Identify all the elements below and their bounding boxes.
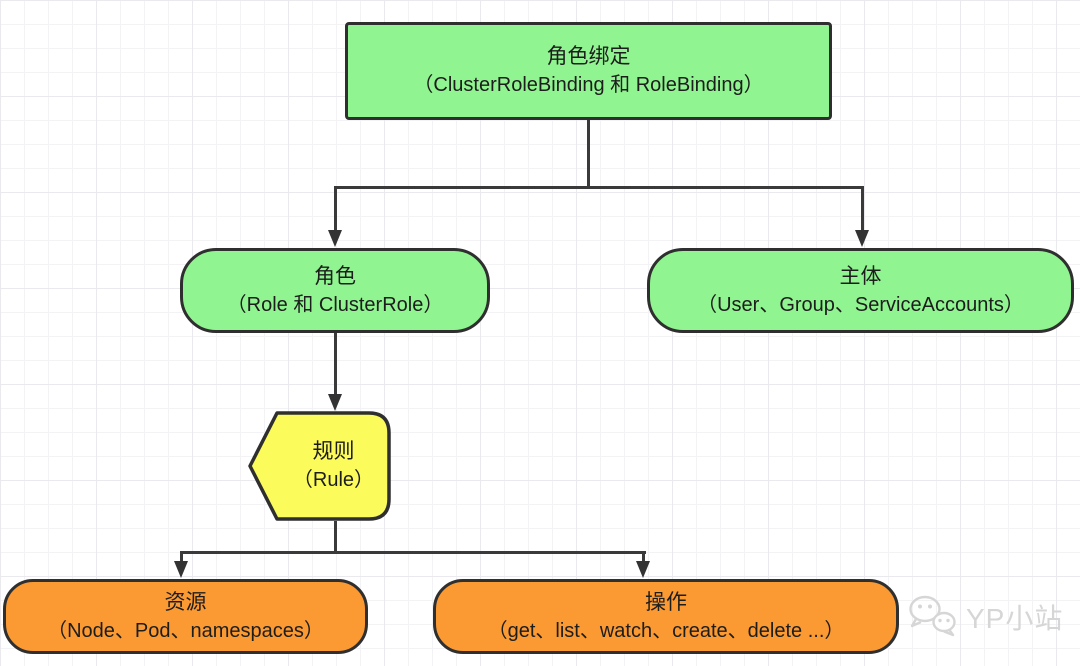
connector-drop-subject [861,186,864,231]
connector-top-branch [334,186,864,189]
node-role-subtitle: （Role 和 ClusterRole） [226,293,444,316]
wechat-icon [909,595,956,637]
node-action-subtitle: （get、list、watch、create、delete ...） [487,619,845,642]
node-subject-title: 主体 [839,264,882,288]
node-resource: 资源 （Node、Pod、namespaces） [3,579,368,654]
connector-bottom-branch [180,551,646,554]
node-role-binding: 角色绑定 （ClusterRoleBinding 和 RoleBinding） [345,22,832,120]
arrowhead-to-role [328,230,342,247]
arrowhead-to-action [636,561,650,578]
connector-rolebinding-stem [587,119,590,188]
pentagon-path [248,411,391,521]
node-role: 角色 （Role 和 ClusterRole） [180,248,490,333]
node-rule-subtitle: （Rule） [292,469,375,491]
watermark: YP小站 [906,594,1063,640]
node-rule-title: 规则 [312,440,355,463]
node-subject: 主体 （User、Group、ServiceAccounts） [647,248,1074,333]
connector-role-to-rule [334,333,337,395]
arrowhead-to-resource [174,561,188,578]
node-role-title: 角色 [314,264,356,288]
connector-drop-action [642,551,645,563]
node-resource-title: 资源 [164,590,207,614]
arrowhead-to-rule [328,394,342,411]
watermark-label: YP小站 [966,603,1064,634]
node-action-title: 操作 [645,590,687,614]
node-role-binding-subtitle: （ClusterRoleBinding 和 RoleBinding） [413,74,764,96]
arrowhead-to-subject [855,230,869,247]
node-action: 操作 （get、list、watch、create、delete ...） [433,579,899,654]
node-subject-subtitle: （User、Group、ServiceAccounts） [697,293,1024,316]
node-rule: 规则 （Rule） [246,409,393,523]
connector-drop-role [334,186,337,231]
pentagon-shape [248,411,391,521]
node-resource-subtitle: （Node、Pod、namespaces） [47,619,324,642]
node-role-binding-title: 角色绑定 [546,45,631,68]
connector-drop-resource [180,551,183,563]
connector-rule-stem [334,521,337,554]
